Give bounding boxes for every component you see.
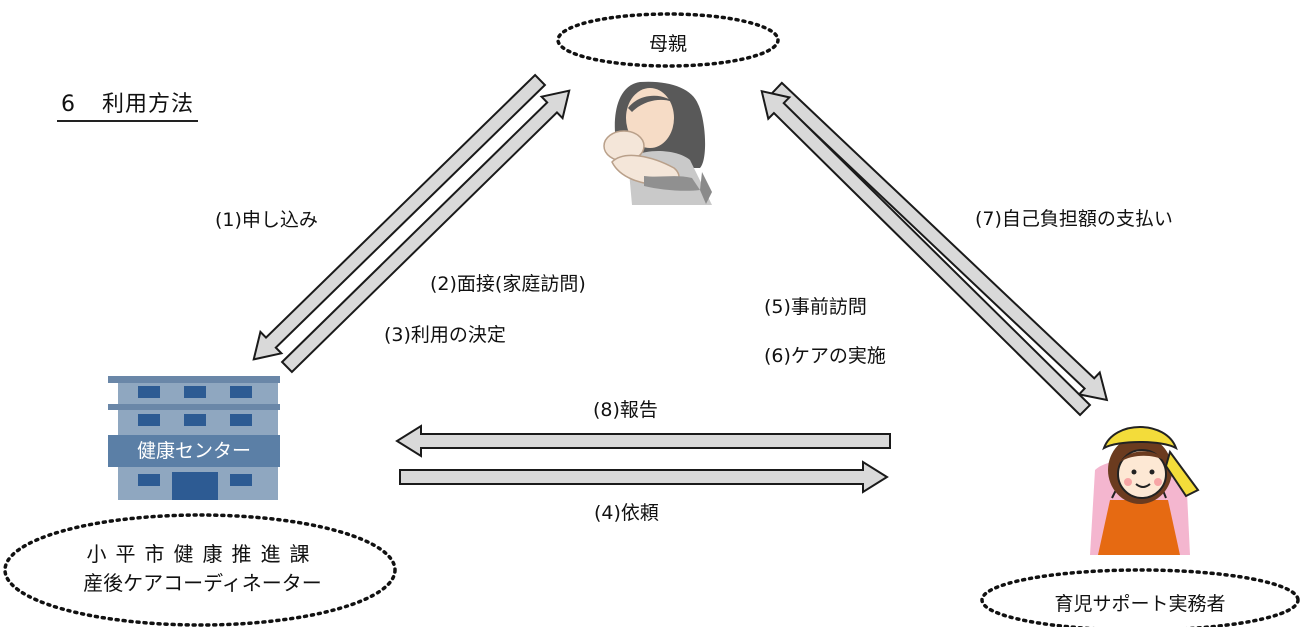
step-7-label: (7)自己負担額の支払い xyxy=(975,208,1173,230)
mother-label: 母親 xyxy=(648,33,687,55)
step-3-label: (3)利用の決定 xyxy=(384,324,506,346)
coordinator-line1: 小平市健康推進課 xyxy=(86,542,319,566)
mother-with-baby-icon xyxy=(603,81,712,205)
mother-ellipse xyxy=(556,12,780,68)
section-heading: 6 利用方法 xyxy=(57,86,199,122)
coordinator-line2: 産後ケアコーディネーター xyxy=(83,571,322,595)
arrow-request xyxy=(399,460,889,494)
step-8-label: (8)報告 xyxy=(593,399,658,421)
step-4-label: (4)依頼 xyxy=(594,502,659,524)
arrow-interview-decision xyxy=(280,89,571,374)
coordinator-label: 小平市健康推進課 産後ケアコーディネーター xyxy=(30,540,375,598)
section-number: 6 xyxy=(61,92,76,117)
support-worker-icon xyxy=(1090,426,1200,555)
section-title: 利用方法 xyxy=(102,92,195,117)
arrow-report xyxy=(395,424,891,458)
step-1-label: (1)申し込み xyxy=(215,209,318,231)
step-5-label: (5)事前訪問 xyxy=(764,296,867,318)
step-6-label: (6)ケアの実施 xyxy=(764,345,886,367)
step-2-label: (2)面接(家庭訪問) xyxy=(430,273,586,295)
health-center-building-icon xyxy=(108,376,280,500)
support-worker-label: 育児サポート実務者 xyxy=(1054,593,1226,615)
health-center-label: 健康センター xyxy=(136,440,251,462)
arrow-application xyxy=(252,73,547,361)
support-worker-ellipse xyxy=(980,568,1300,627)
arrow-visit-care xyxy=(760,89,1092,417)
coordinator-ellipse xyxy=(3,513,397,627)
